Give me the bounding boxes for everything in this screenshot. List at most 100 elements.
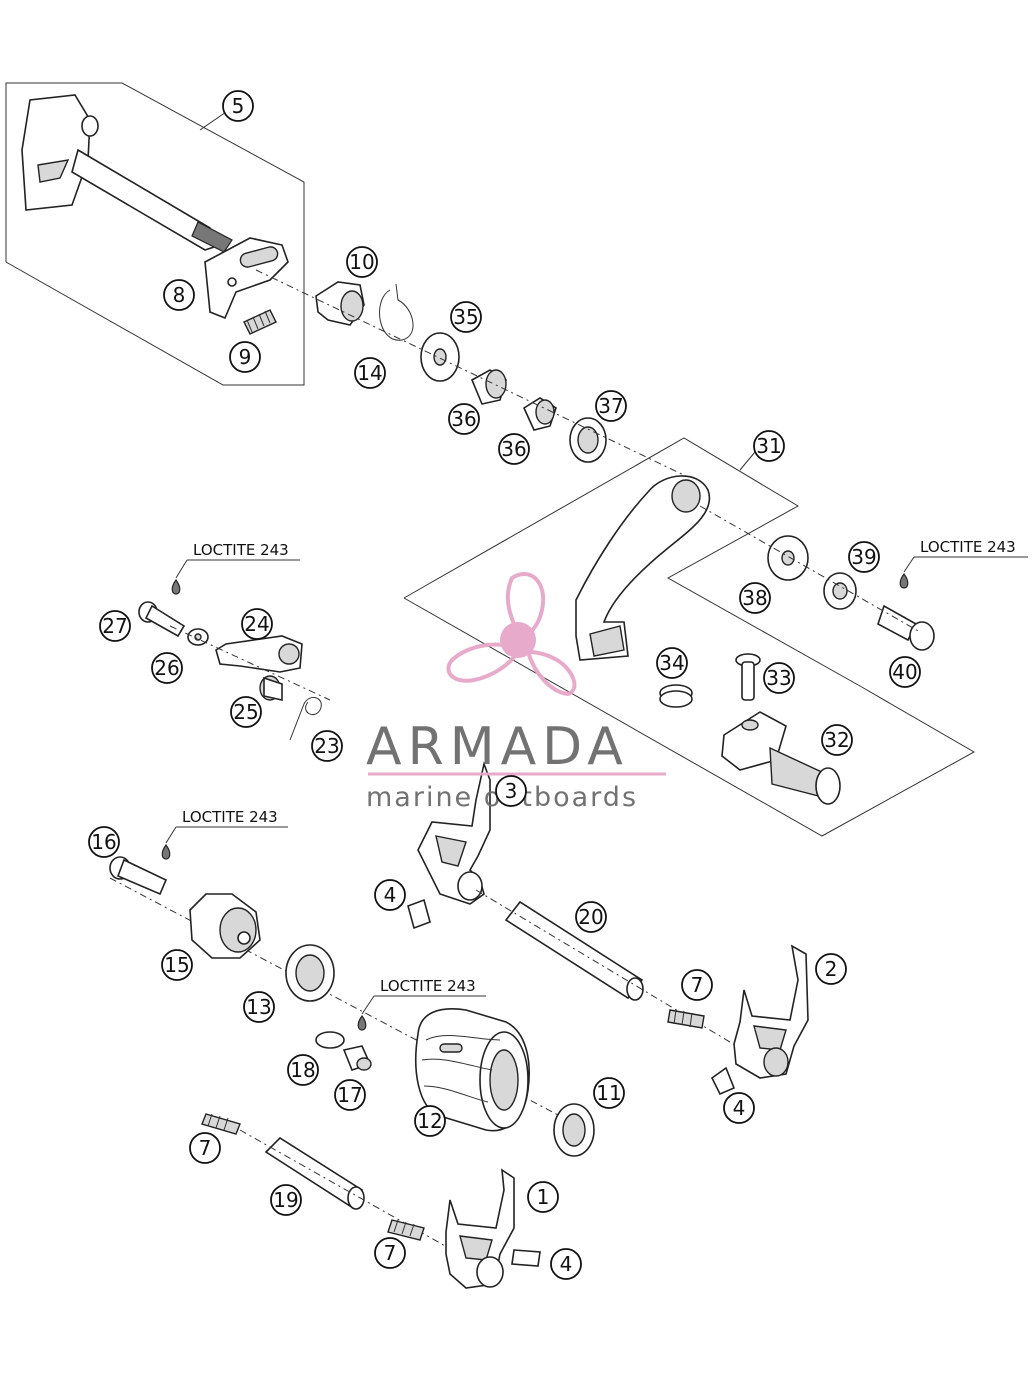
callout: 34 [656,647,688,679]
shift-fork-2 [733,944,809,1079]
spring-7-right [667,1009,705,1029]
shift-star [189,893,261,959]
svg-text:40: 40 [892,660,917,684]
callout: 36 [448,403,480,435]
washer-38-hole [781,550,795,566]
svg-text:7: 7 [384,1241,397,1265]
callout: 23 [311,730,343,762]
callout: 12 [414,1105,446,1137]
gear-shift-lever [575,475,711,661]
callout: 7 [374,1237,406,1269]
pivot-pin [735,653,761,701]
callouts: 1 2 3 4 4 4 5 7 7 7 8 9 10 11 12 13 14 1… [88,90,921,1280]
callout: 16 [88,826,120,858]
callout: 17 [334,1079,366,1111]
callout: 15 [161,949,193,981]
bolt-27 [138,601,186,638]
svg-text:10: 10 [349,250,374,274]
spring-7-lower [387,1219,425,1241]
callout: 11 [593,1077,625,1109]
svg-text:9: 9 [239,345,252,369]
washer-26-hole [194,633,202,641]
callout: 13 [243,991,275,1023]
svg-text:31: 31 [756,434,781,458]
needle-bearing-b [522,397,557,431]
svg-text:26: 26 [154,656,179,680]
svg-text:25: 25 [233,700,258,724]
assembly-axis-upper [255,269,691,479]
svg-text:13: 13 [246,995,271,1019]
shift-lever-group [403,437,976,837]
svg-text:37: 37 [598,394,623,418]
brand-name: ARMADA [366,717,629,777]
callout: 35 [450,301,482,333]
svg-text:18: 18 [290,1058,315,1082]
svg-text:20: 20 [578,905,603,929]
lever-bolt [877,604,935,651]
svg-text:4: 4 [733,1096,746,1120]
svg-text:36: 36 [451,407,476,431]
callout: 19 [270,1184,302,1216]
svg-text:LOCTITE 243: LOCTITE 243 [193,541,289,559]
svg-text:27: 27 [102,614,127,638]
callout: 40 [889,656,921,688]
callout: 14 [354,357,386,389]
callout: 27 [99,610,131,642]
lever-axis [699,505,921,633]
disc-18 [315,1031,345,1049]
callout: 4 [374,879,406,911]
shift-arm [215,635,303,673]
svg-text:4: 4 [560,1252,573,1276]
callout: 8 [163,279,195,311]
svg-text:33: 33 [766,666,791,690]
needle-bearing-a [470,369,507,405]
svg-text:14: 14 [357,361,382,385]
shift-drum [415,1008,530,1132]
arm-roller [259,675,283,701]
spring-7-left [201,1113,241,1135]
svg-text:7: 7 [691,973,704,997]
washer-35-hole [433,348,447,366]
drum-bolt [109,856,168,896]
svg-text:LOCTITE 243: LOCTITE 243 [920,538,1016,556]
svg-text:8: 8 [173,283,186,307]
svg-text:LOCTITE 243: LOCTITE 243 [182,808,278,826]
shift-fork-1 [445,1168,515,1289]
callout: 36 [498,433,530,465]
upper-fork-axis [475,889,761,1061]
propeller-logo-icon [446,571,577,697]
drum-bearing-11 [553,1103,595,1157]
loctite-label-arm: LOCTITE 243 [171,541,300,595]
callout: 5 [222,90,254,122]
arm-spring [289,696,322,741]
drum-bearing-13 [285,944,335,1002]
loctite-label-lever: LOCTITE 243 [899,538,1028,589]
svg-text:12: 12 [417,1109,442,1133]
guide-roller-upper [407,898,431,930]
shift-plate [204,237,289,320]
callout: 39 [848,541,880,573]
callout: 31 [753,430,785,462]
leader-lines [199,111,756,471]
callout: 32 [821,724,853,756]
locating-pin [342,1045,372,1071]
guide-roller-lower [511,1249,541,1267]
fork-rod-20 [504,900,644,1001]
callout: 7 [189,1132,221,1164]
loctite-label-drum-pin: LOCTITE 243 [357,977,486,1031]
callout: 24 [241,608,273,640]
callout: 38 [739,582,771,614]
callout: 26 [151,652,183,684]
svg-text:32: 32 [824,728,849,752]
shift-lever-cam [315,281,365,326]
shaft-seal [569,417,607,463]
callout: 10 [346,246,378,278]
svg-text:1: 1 [537,1185,550,1209]
callout: 2 [815,953,847,985]
svg-text:7: 7 [199,1136,212,1160]
callout: 3 [495,775,527,807]
svg-text:4: 4 [384,883,397,907]
spring-clip [379,283,414,341]
svg-text:24: 24 [244,612,269,636]
